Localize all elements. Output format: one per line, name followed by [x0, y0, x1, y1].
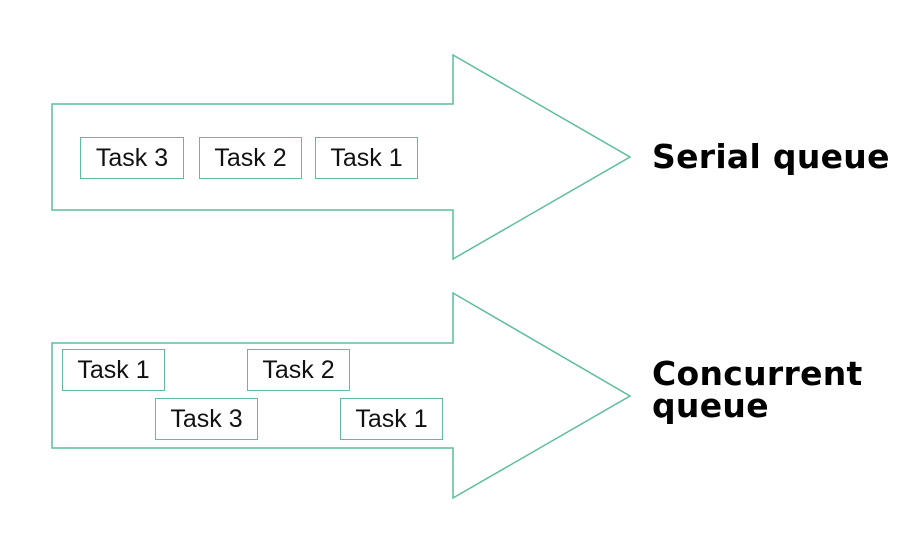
serial-queue-arrow	[51, 53, 632, 261]
concurrent-queue-arrow	[51, 291, 632, 500]
serial-task-box: Task 3	[80, 137, 184, 179]
serial-queue-label: Serial queue	[652, 137, 890, 176]
concurrent-task-box: Task 1	[340, 398, 443, 440]
serial-task-box: Task 1	[315, 137, 418, 179]
concurrent-queue-label-line1: Concurrent	[652, 354, 863, 393]
concurrent-task-box: Task 3	[155, 398, 258, 440]
concurrent-task-box: Task 2	[247, 349, 350, 391]
concurrent-task-box: Task 1	[62, 349, 165, 391]
concurrent-queue-label-line2: queue	[652, 386, 769, 425]
serial-task-box: Task 2	[199, 137, 302, 179]
